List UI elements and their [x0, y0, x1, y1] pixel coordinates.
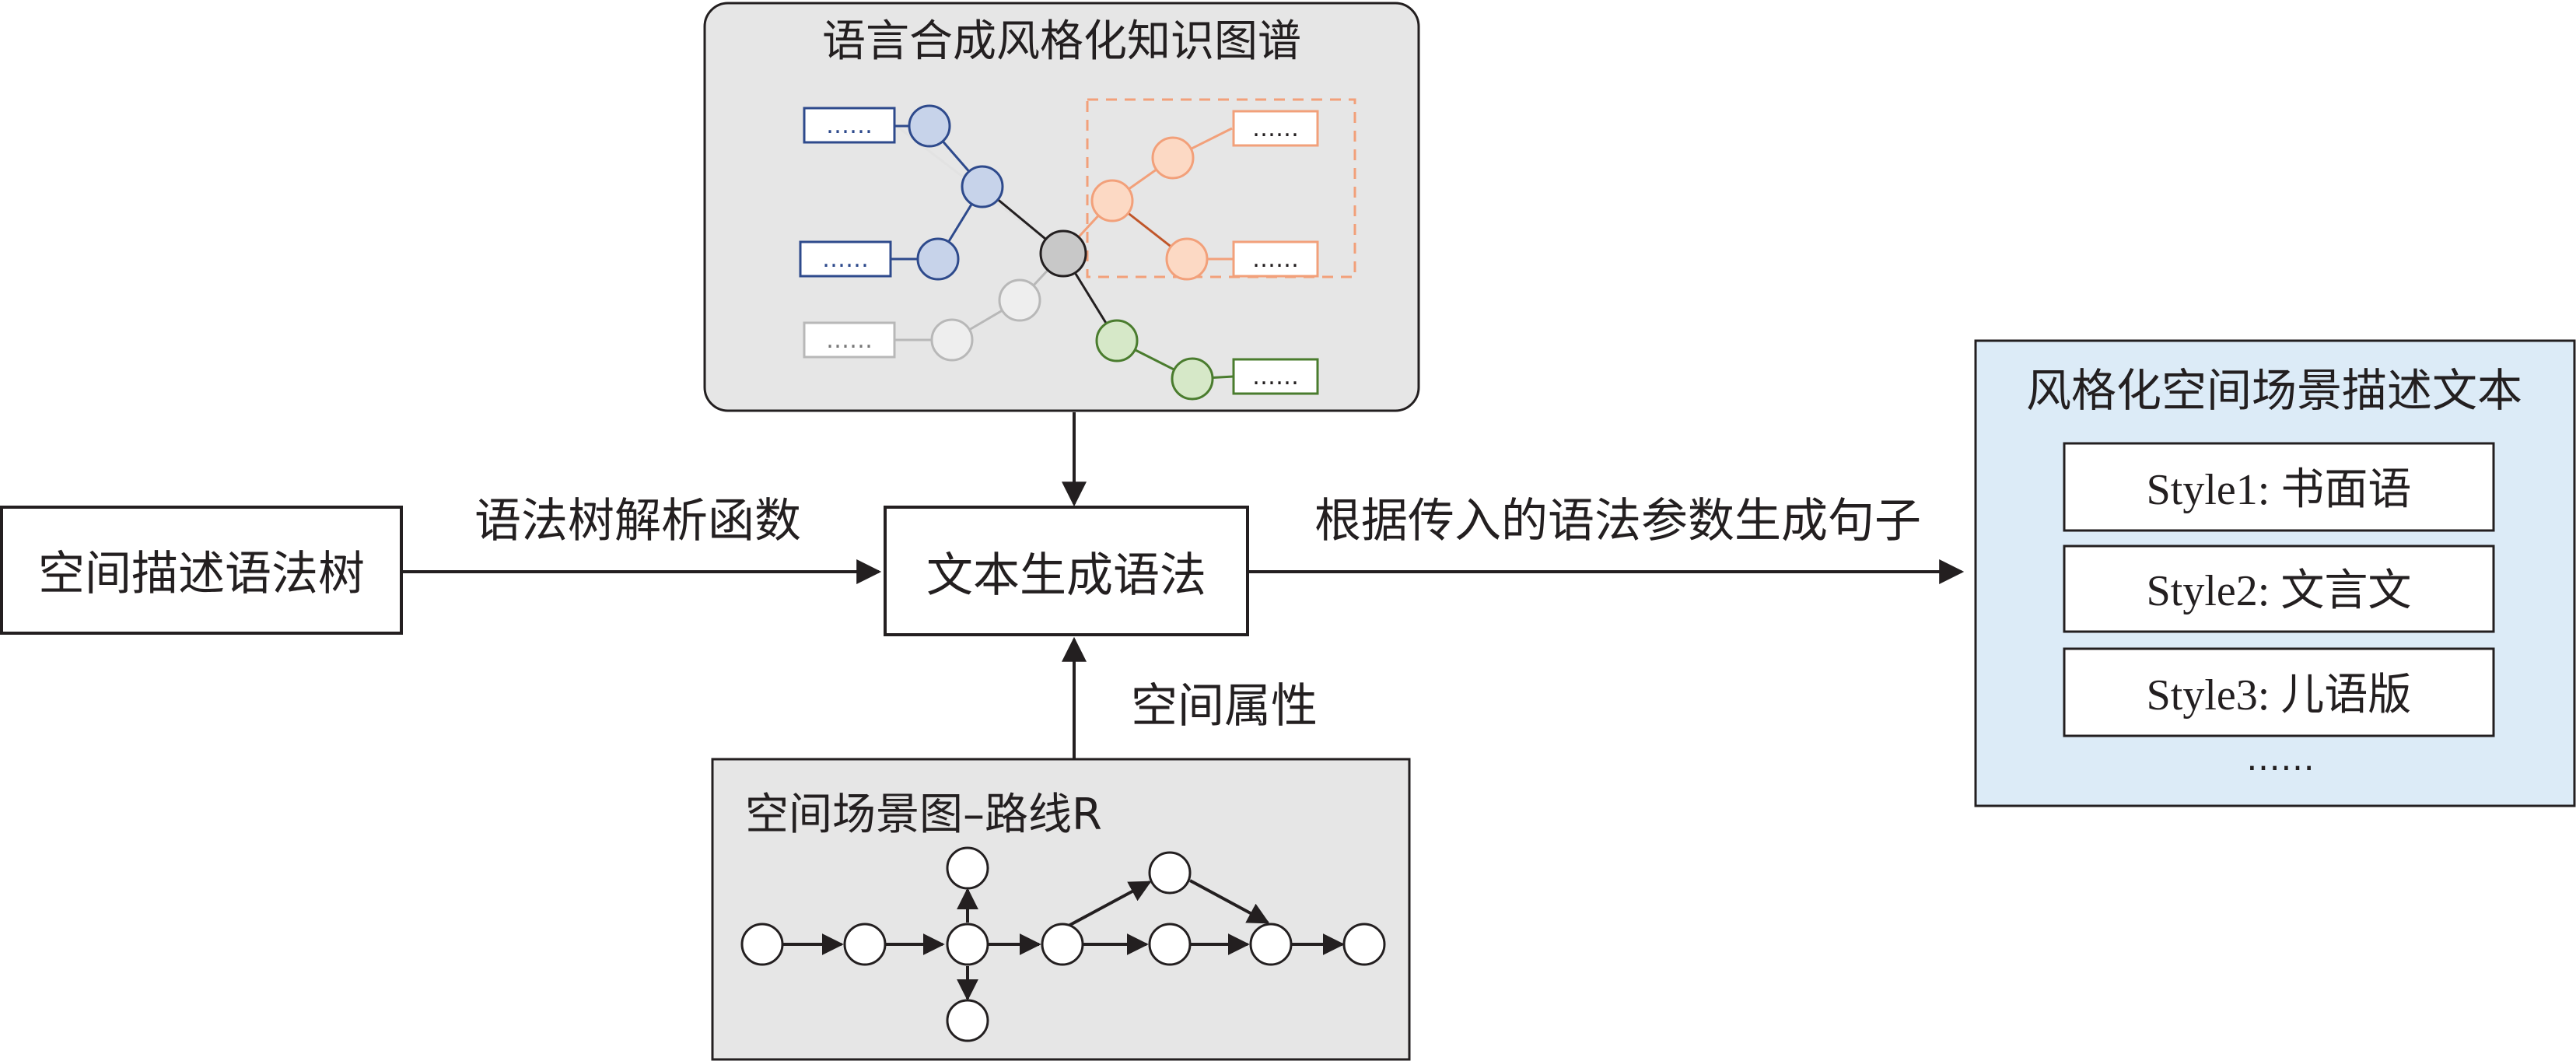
svg-text:……: ……	[1252, 246, 1299, 273]
route-node	[946, 999, 989, 1042]
scene-graph-panel: 空间场景图–路线R	[711, 758, 1411, 1061]
knowledge-graph-panel: 语言合成风格化知识图谱 ……	[703, 2, 1420, 412]
generate-edge-label: 根据传入的语法参数生成句子	[1314, 494, 1921, 548]
route-nodes	[740, 846, 1386, 1042]
highlight-dashed-box	[1086, 98, 1356, 278]
route-node	[1342, 923, 1386, 966]
syntax-tree-box: 空间描述语法树	[0, 506, 403, 635]
stylized-output-title: 风格化空间场景描述文本	[2026, 364, 2522, 417]
graph-node	[908, 104, 951, 148]
svg-text:……: ……	[1252, 115, 1299, 142]
graph-node	[961, 165, 1004, 208]
route-node	[1041, 923, 1084, 966]
svg-text:……: ……	[1252, 363, 1299, 390]
route-node	[946, 923, 989, 966]
style-item: Style2: 文言文	[2063, 545, 2495, 633]
syntax-tree-label: 空间描述语法树	[38, 547, 365, 601]
route-node	[1148, 851, 1192, 895]
graph-node	[930, 318, 974, 362]
parse-edge-label: 语法树解析函数	[474, 494, 801, 548]
route-node	[843, 923, 887, 966]
leaf-box: ……	[1232, 110, 1319, 147]
style-item-label: Style3: 儿语版	[2147, 671, 2412, 720]
knowledge-graph-nodes	[908, 104, 1214, 401]
leaf-box: ……	[803, 107, 896, 144]
knowledge-graph-title: 语言合成风格化知识图谱	[822, 16, 1301, 67]
spatial-attribute-label: 空间属性	[1131, 679, 1318, 734]
graph-node	[998, 278, 1041, 322]
leaf-box: ……	[1232, 358, 1319, 395]
svg-text:……: ……	[826, 327, 873, 354]
svg-text:……: ……	[822, 246, 869, 273]
style-item: Style1: 书面语	[2063, 442, 2495, 532]
leaf-box: ……	[803, 321, 896, 359]
style-item: Style3: 儿语版	[2063, 647, 2495, 737]
graph-node	[1165, 237, 1209, 281]
route-node	[1148, 923, 1192, 966]
svg-text:……: ……	[826, 112, 873, 139]
style-item-label: Style2: 文言文	[2147, 567, 2412, 615]
graph-node	[1171, 357, 1214, 401]
text-generation-grammar-label: 文本生成语法	[926, 548, 1206, 603]
graph-node	[1090, 179, 1134, 222]
route-node	[740, 923, 784, 966]
leaf-box: ……	[1232, 240, 1319, 278]
graph-node	[916, 237, 960, 281]
graph-node	[1095, 319, 1139, 362]
text-generation-grammar-box: 文本生成语法	[884, 506, 1249, 636]
stylized-output-panel: 风格化空间场景描述文本 Style1: 书面语 Style2: 文言文 Styl…	[1974, 339, 2576, 807]
route-node	[1249, 923, 1293, 966]
scene-graph-title: 空间场景图–路线R	[745, 790, 1102, 840]
style-item-label: Style1: 书面语	[2147, 466, 2412, 514]
style-list-ellipsis: ……	[2246, 739, 2315, 779]
graph-node	[1151, 136, 1195, 180]
graph-node	[1039, 229, 1087, 278]
route-edges	[782, 879, 1345, 1001]
leaf-box: ……	[799, 240, 892, 278]
route-node	[946, 846, 989, 890]
